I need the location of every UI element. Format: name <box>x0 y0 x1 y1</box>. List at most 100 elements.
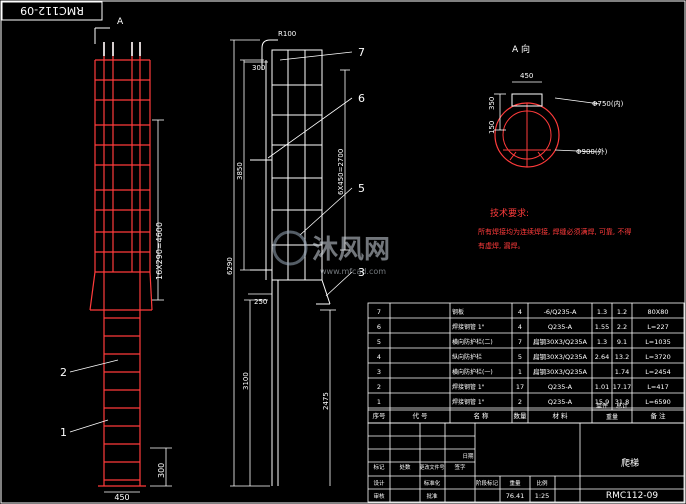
tb-weight-label: 重量 <box>509 479 521 487</box>
cage-front <box>89 42 153 487</box>
hdr-unit: 单件 <box>596 402 608 410</box>
tb-review: 审核 <box>373 492 385 500</box>
bom-cell-total: 31.8 <box>615 398 629 406</box>
bom-cell-mat: -6/Q235-A <box>544 308 577 316</box>
dim-a-h2: 150 <box>488 121 496 134</box>
callout-2: 2 <box>60 366 67 379</box>
tb-mark: 标记 <box>373 463 385 471</box>
dim-a-pipe: Φ750(内) <box>592 99 624 108</box>
bom-cell-qty: 4 <box>518 308 522 316</box>
bom-cell-unit: 1.01 <box>595 383 609 391</box>
bom-cell-name: 焊接钢管 1" <box>452 383 485 391</box>
tb-count: 处数 <box>399 463 411 471</box>
bom-cell-unit: 15.9 <box>595 398 609 406</box>
bom-cell-note: L=1035 <box>645 338 671 346</box>
hdr-note: 备 注 <box>650 411 666 420</box>
frame-code: RMC112-09 <box>20 4 84 17</box>
bom-cell-qty: 4 <box>518 323 522 331</box>
hdr-code: 代 号 <box>412 411 428 420</box>
bom-cell-mat: Q235-A <box>548 383 573 391</box>
view-a-title: A 向 <box>512 43 530 55</box>
bom-cell-unit: 1.55 <box>595 323 609 331</box>
tb-std: 标准化 <box>424 479 441 487</box>
front-view: A <box>60 17 172 502</box>
tb-drawing-no: RMC112-09 <box>606 491 658 501</box>
dim-side-lower: 3100 <box>242 372 250 390</box>
bom-cell-total: 1.2 <box>617 308 627 316</box>
bom-cell-no: 2 <box>377 383 381 391</box>
bom-cell-total: 2.2 <box>617 323 627 331</box>
watermark-text: 沐风网 <box>312 235 390 265</box>
bom-cell-qty: 7 <box>518 338 522 346</box>
dim-side-top: 300 <box>252 64 265 72</box>
title-block <box>367 422 685 503</box>
bom-cell-note: L=227 <box>647 323 668 331</box>
view-marker: A <box>117 17 124 27</box>
tb-date: 日期 <box>462 453 474 460</box>
bom-cell-name: 钢板 <box>452 308 464 316</box>
tb-title: 爬梯 <box>621 457 639 469</box>
dim-a-width: 450 <box>520 72 533 80</box>
bom-cell-note: L=2454 <box>645 368 671 376</box>
hdr-mat: 材 料 <box>552 411 568 420</box>
tb-design: 设计 <box>373 479 385 487</box>
bom-cell-unit: 1.3 <box>597 338 607 346</box>
bom-cell-note: L=6590 <box>645 398 671 406</box>
tech-line2: 有虚焊, 漏焊。 <box>478 241 524 250</box>
callout-1: 1 <box>60 426 67 439</box>
bom-cell-name: 焊接钢管 1" <box>452 323 485 331</box>
dim-left-width: 450 <box>114 493 129 502</box>
hdr-no: 序号 <box>373 411 387 420</box>
bom-cell-note: L=417 <box>647 383 668 391</box>
bom-cell-unit: 2.64 <box>595 353 609 361</box>
dim-side-bottom: 2475 <box>322 392 330 410</box>
view-a: A 向 450 350 150 Φ750(内) Φ900(外) <box>488 43 624 168</box>
tb-approve: 批准 <box>426 492 438 500</box>
tb-scale-label: 比例 <box>536 479 548 487</box>
tb-change: 更改文件号 <box>419 464 444 471</box>
bom-cell-no: 1 <box>377 398 381 406</box>
dim-a-ring: Φ900(外) <box>576 147 608 156</box>
tech-title: 技术要求: <box>490 207 529 219</box>
dim-side-mid: 6X450=2700 <box>337 149 345 195</box>
dim-left-bottom: 300 <box>157 463 166 478</box>
bom-header: 序号 代 号 名 称 数量 材 料 单件 总计 重量 备 注 <box>368 402 684 421</box>
frame-code-box: RMC112-09 <box>1 1 103 21</box>
hdr-total: 总计 <box>616 402 628 410</box>
bom-cell-mat: 扁钢30X3/Q235A <box>533 337 588 346</box>
callout-5: 5 <box>358 182 365 195</box>
bom-cell-total: 9.1 <box>617 338 627 346</box>
bom-cell-qty: 5 <box>518 353 522 361</box>
tech-notes: 技术要求: 所有焊接均为连续焊接, 焊缝必须满焊, 可靠, 不得 有虚焊, 漏焊… <box>478 207 631 250</box>
tb-stage: 阶段标记 <box>476 479 499 487</box>
bom-cell-qty: 2 <box>518 398 522 406</box>
bom-cell-qty: 17 <box>516 383 524 391</box>
bom-cell-mat: 扁钢30X3/Q235A <box>533 367 588 376</box>
tech-line1: 所有焊接均为连续焊接, 焊缝必须满焊, 可靠, 不得 <box>478 227 631 236</box>
dim-side-cage: 3850 <box>236 162 244 180</box>
watermark: 沐风网 www.mfcad.com <box>272 230 390 276</box>
tb-scale: 1:25 <box>535 492 550 500</box>
bom-cell-no: 7 <box>377 308 381 316</box>
bom-cell-note: L=3720 <box>645 353 671 361</box>
dim-side-r: R100 <box>278 30 296 38</box>
bom-cell-no: 6 <box>377 323 381 331</box>
bom-cell-name: 纵向防护栏 <box>452 353 482 361</box>
bom-cell-no: 4 <box>377 353 381 361</box>
side-cage <box>250 39 331 486</box>
callout-7: 7 <box>358 46 365 59</box>
dim-side-total: 6290 <box>226 257 234 275</box>
watermark-url: www.mfcad.com <box>320 267 386 276</box>
title-block-text: 标记 处数 更改文件号 签字 日期 设计 标准化 审核 批准 阶段标记 重量 比… <box>373 453 658 501</box>
side-view: R100 300 6290 3850 6X450=2700 3100 250 2… <box>226 30 365 487</box>
bom-cell-total: 17.17 <box>613 383 632 391</box>
bom-cell-mat: Q235-A <box>548 398 573 406</box>
bom-cell-qty: 1 <box>518 368 522 376</box>
bom-cell-total: 1.74 <box>615 368 629 376</box>
tb-sign: 签字 <box>454 463 466 471</box>
dim-side-offset: 250 <box>254 298 267 306</box>
hdr-weight: 重量 <box>606 413 618 421</box>
